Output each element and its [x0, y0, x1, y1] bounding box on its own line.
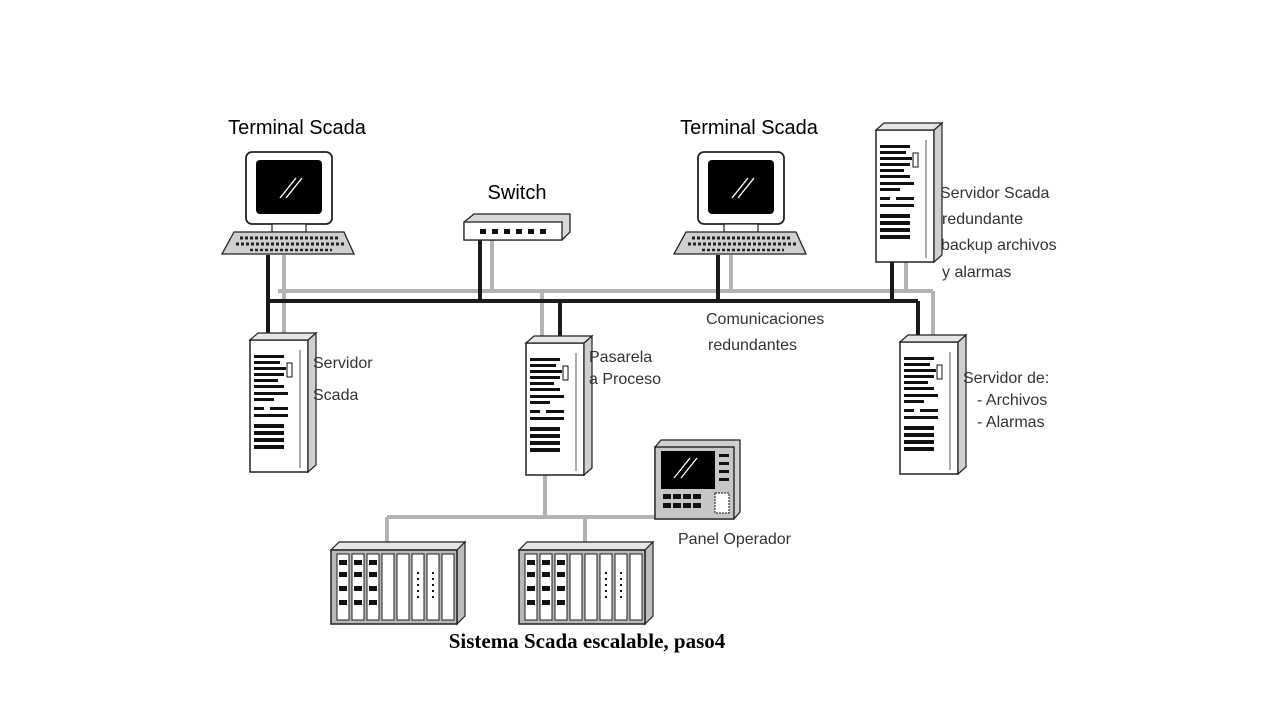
network-label-line-1: Comunicaciones [706, 311, 824, 328]
redundant-server-icon [875, 122, 943, 263]
redundant-server-label-line-1: Servidor Scada [940, 185, 1049, 202]
terminal-left-icon [220, 150, 356, 256]
operator-panel-icon [654, 439, 741, 520]
diagram-caption: Sistema Scada escalable, paso4 [449, 629, 726, 653]
terminal-right-label: Terminal Scada [680, 117, 819, 139]
redundant-server-label-line-4: y alarmas [942, 264, 1011, 281]
network-label-line-2: redundantes [708, 337, 797, 354]
file-server-icon [899, 334, 967, 475]
gateway-label-line-1: Pasarela [589, 349, 652, 366]
redundant-server-label-line-3: backup archivos [941, 237, 1057, 254]
redundant-server-label-line-2: redundante [942, 211, 1023, 228]
file-server-label-line-2: - Archivos [977, 392, 1047, 409]
plc-rack-right-icon [518, 541, 654, 625]
server-scada-icon [249, 332, 317, 473]
terminal-left-label: Terminal Scada [228, 117, 367, 139]
file-server-label-line-3: - Alarmas [977, 414, 1045, 431]
file-server-label-line-1: Servidor de: [963, 370, 1049, 387]
gateway-server-icon [525, 335, 593, 476]
plc-rack-left-icon [330, 541, 466, 625]
server-scada-label-line-2: Scada [313, 387, 358, 404]
gateway-label-line-2: a Proceso [589, 371, 661, 388]
network-switch-icon [463, 213, 571, 241]
switch-label: Switch [488, 182, 547, 204]
operator-panel-label: Panel Operador [678, 531, 792, 548]
redundant-network-bus [278, 240, 935, 546]
primary-network-bus [266, 240, 920, 343]
terminal-right-icon [672, 150, 808, 256]
server-scada-label-line-1: Servidor [313, 355, 373, 372]
